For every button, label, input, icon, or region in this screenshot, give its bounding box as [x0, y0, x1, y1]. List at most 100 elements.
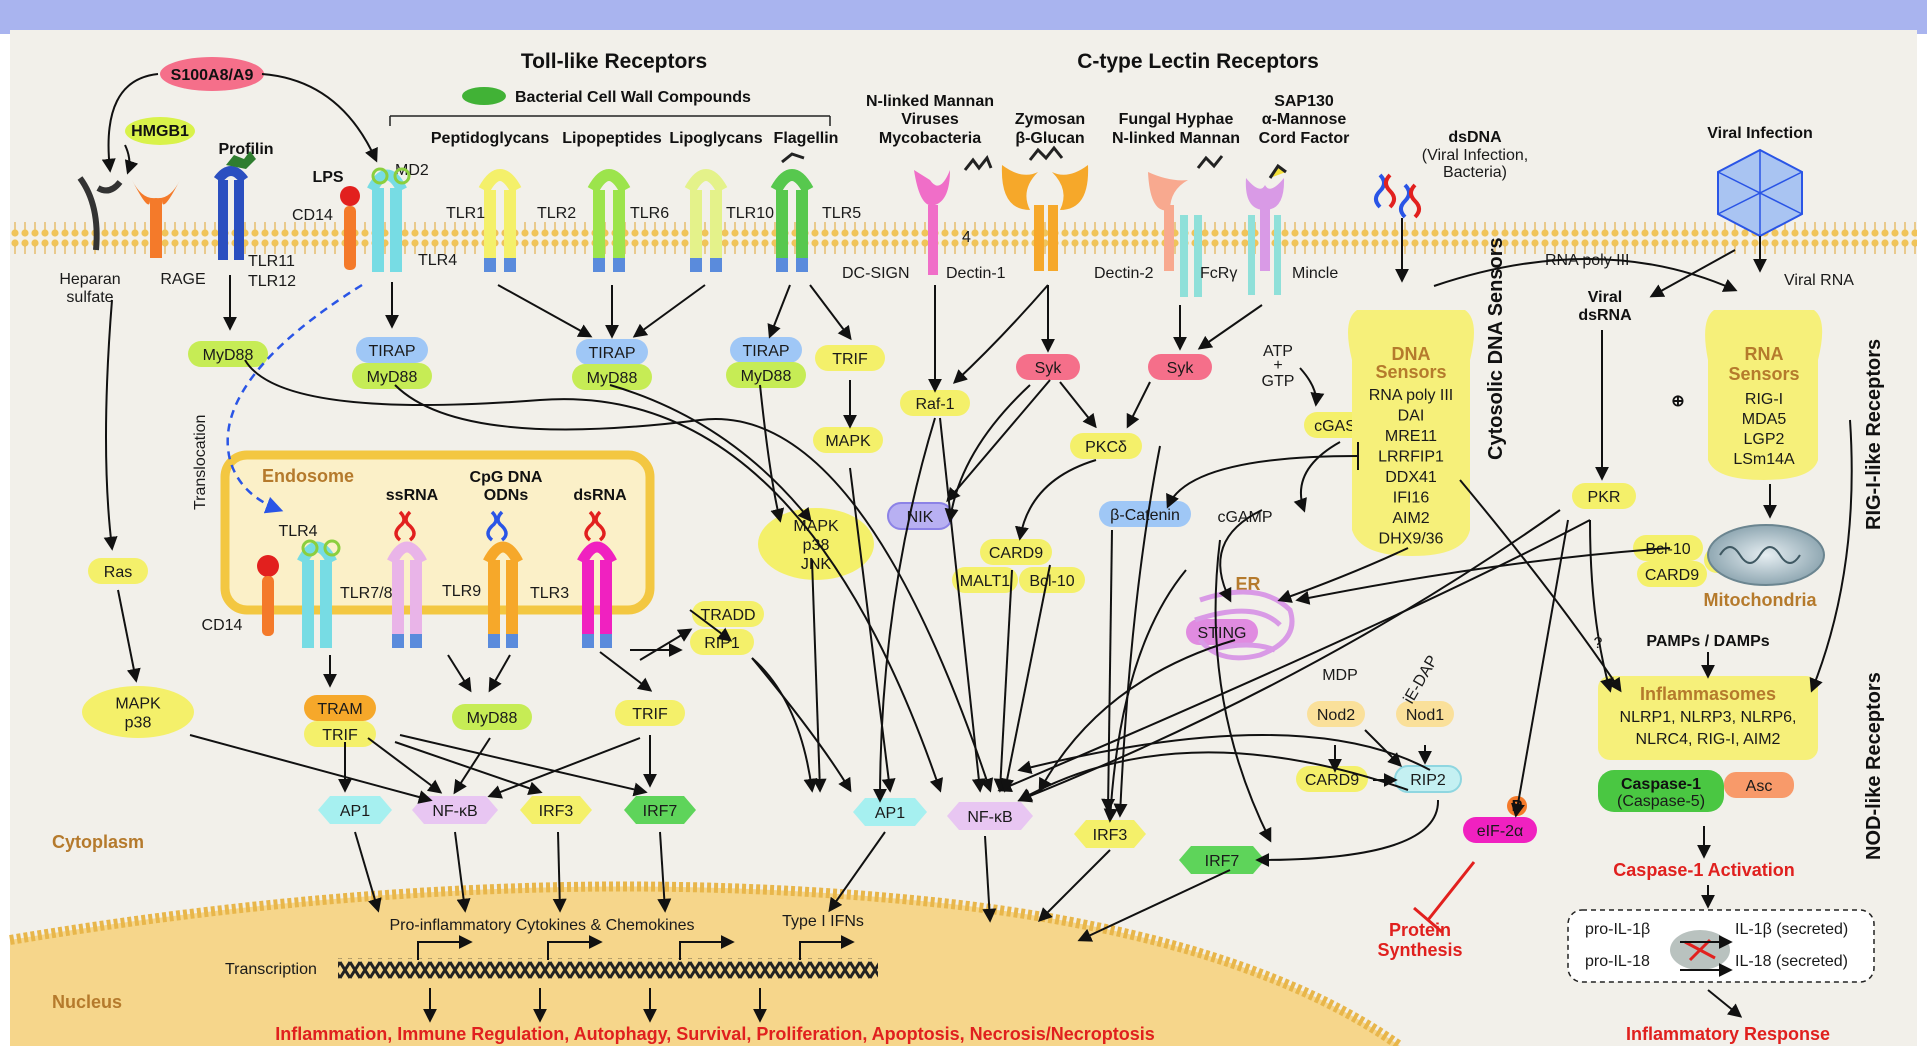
nod2-node-label: Nod2	[1317, 707, 1355, 724]
virus-icon-lines	[1717, 150, 1803, 236]
heparan-sulfate-shape	[77, 176, 123, 251]
rna-sensor-list-item: RIG-I	[1745, 391, 1783, 408]
nfkb-right-hex: NF-κB	[947, 802, 1033, 830]
lipopeptides-label: Lipopeptides	[562, 130, 662, 147]
rna-pol3-label: RNA poly III	[1545, 252, 1629, 269]
heparan-label-2: sulfate	[66, 289, 113, 306]
rna-sensor-list-item: LGP2	[1744, 431, 1785, 448]
gtp-label: GTP	[1262, 373, 1295, 390]
endo-cd14-label: CD14	[202, 617, 243, 634]
syk-right-node: Syk	[1148, 354, 1212, 380]
tlr11-label: TLR11	[248, 253, 295, 270]
rlr-header: RIG-I-like Receptors	[1863, 339, 1885, 530]
dna-sensor-list-item: DDX41	[1385, 469, 1437, 486]
plasma-membrane	[10, 222, 1917, 256]
nfkb-left-hex-label: NF-κB	[432, 803, 477, 820]
myd88-left-node: MyD88	[188, 341, 268, 367]
final-outcomes-label: Inflammation, Immune Regulation, Autopha…	[275, 1024, 1154, 1044]
tradd-node: TRADD	[692, 601, 764, 627]
rna-sensors-panel	[1705, 310, 1823, 480]
rip2-node-label: RIP2	[1410, 772, 1446, 789]
card9-nlr-node: CARD9	[1296, 766, 1368, 792]
circled-plus-icon: ⊕	[1671, 393, 1684, 410]
endosome-label: Endosome	[262, 466, 354, 486]
tlr4-tirap-node-label: TIRAP	[368, 343, 415, 360]
mincle-receptor	[1245, 163, 1287, 295]
tlr4-stem-b	[390, 188, 402, 272]
cytokines-label: Pro-inflammatory Cytokines & Chemokines	[390, 917, 695, 934]
er-label: ER	[1235, 574, 1260, 594]
protein-synthesis-label-2: Synthesis	[1377, 940, 1462, 960]
nuclear-envelope	[9, 881, 1403, 1051]
irf7-left-hex-label: IRF7	[643, 803, 678, 820]
dna-sensor-list-item: IFI16	[1393, 490, 1430, 507]
dsdna-label: dsDNA	[1448, 129, 1502, 146]
tlr11-stem	[218, 180, 228, 260]
endosome-nucleic-acid-icons	[394, 510, 606, 542]
heparan-label-1: Heparan	[59, 271, 120, 288]
nod1-node-label: Nod1	[1406, 707, 1444, 724]
tram-node: TRAM	[304, 695, 376, 721]
ap1-right-hex-label: AP1	[875, 805, 905, 822]
gene-promoter-arrows	[417, 935, 855, 960]
lps-molecule-icon	[340, 186, 360, 206]
lipoglycans-label: Lipoglycans	[669, 130, 762, 147]
syk-right-node-label: Syk	[1167, 360, 1195, 377]
dna-sensor-list: RNA poly IIIDAIMRE11LRRFIP1DDX41IFI16AIM…	[1369, 387, 1453, 548]
cpg-label-2: ODNs	[484, 487, 529, 504]
mannan-label-2: Viruses	[901, 111, 959, 128]
tlr5-tirap-node-label: TIRAP	[742, 343, 789, 360]
raf1-node-label: Raf-1	[915, 396, 954, 413]
tlr4-myd88-node: MyD88	[352, 363, 432, 389]
ras-node: Ras	[88, 558, 148, 584]
trif-endo-node-label: TRIF	[322, 727, 358, 744]
tlr12-stem	[234, 180, 244, 260]
hmgb1-node	[125, 117, 195, 145]
inflammasomes-title: Inflammasomes	[1640, 684, 1776, 704]
sting-node: STING	[1186, 619, 1258, 645]
question-label: ?	[1594, 635, 1603, 652]
mapk-p38-jnk-node-label-3: JNK	[801, 556, 832, 573]
irf3-left-hex-label: IRF3	[539, 803, 574, 820]
dna-sensors-title-2: Sensors	[1375, 362, 1446, 382]
mannan-label-3: Mycobacteria	[879, 130, 981, 147]
inflammasomes-line-2: NLRC4, RIG-I, AIM2	[1636, 731, 1781, 748]
irf7-left-hex: IRF7	[624, 796, 696, 824]
caspase-5-label: (Caspase-5)	[1617, 793, 1705, 810]
beta-catenin-node: β-Catenin	[1099, 501, 1191, 527]
ap1-left-hex-label: AP1	[340, 803, 370, 820]
dsrna-endo-label: dsRNA	[573, 487, 627, 504]
nod1-node: Nod1	[1396, 701, 1454, 727]
rip2-node: RIP2	[1394, 765, 1462, 793]
dectin-2-label: Dectin-2	[1094, 265, 1154, 282]
card9-clr-node-label: CARD9	[989, 545, 1043, 562]
md2-label: MD2	[395, 162, 429, 179]
malt1-node-label: MALT1	[960, 573, 1010, 590]
malt1-node: MALT1	[952, 567, 1018, 593]
caspase-complex-mark	[1684, 938, 1716, 962]
trif-tlr3-node: TRIF	[615, 700, 685, 726]
card9-rlr-node-label: CARD9	[1645, 567, 1699, 584]
cgas-node: cGAS	[1304, 412, 1366, 438]
tlr1-label: TLR1	[446, 205, 485, 222]
tlr10-receptor	[684, 169, 728, 272]
zymosan-label-2: β-Glucan	[1015, 130, 1084, 147]
sap130-label: SAP130	[1274, 93, 1334, 110]
alpha-mannose-label: α-Mannose	[1262, 111, 1347, 128]
tlr78-label: TLR7/8	[340, 585, 393, 602]
sting-node-label: STING	[1198, 625, 1247, 642]
asc-node	[1724, 772, 1794, 798]
myd88-left-node-label: MyD88	[203, 347, 254, 364]
pkr-node-label: PKR	[1588, 489, 1621, 506]
tlr1-2-receptor	[478, 169, 522, 272]
protein-synthesis-label-1: Protein	[1389, 920, 1451, 940]
bcl10-clr-node: Bcl-10	[1019, 567, 1085, 593]
cd14-label: CD14	[292, 207, 333, 224]
tram-node-label: TRAM	[317, 701, 362, 718]
peptidoglycans-label: Peptidoglycans	[431, 130, 549, 147]
hyphae-label-1: Fungal Hyphae	[1119, 111, 1234, 128]
mapk-node: MAPK	[813, 427, 883, 453]
inflammatory-response-label: Inflammatory Response	[1626, 1024, 1830, 1044]
